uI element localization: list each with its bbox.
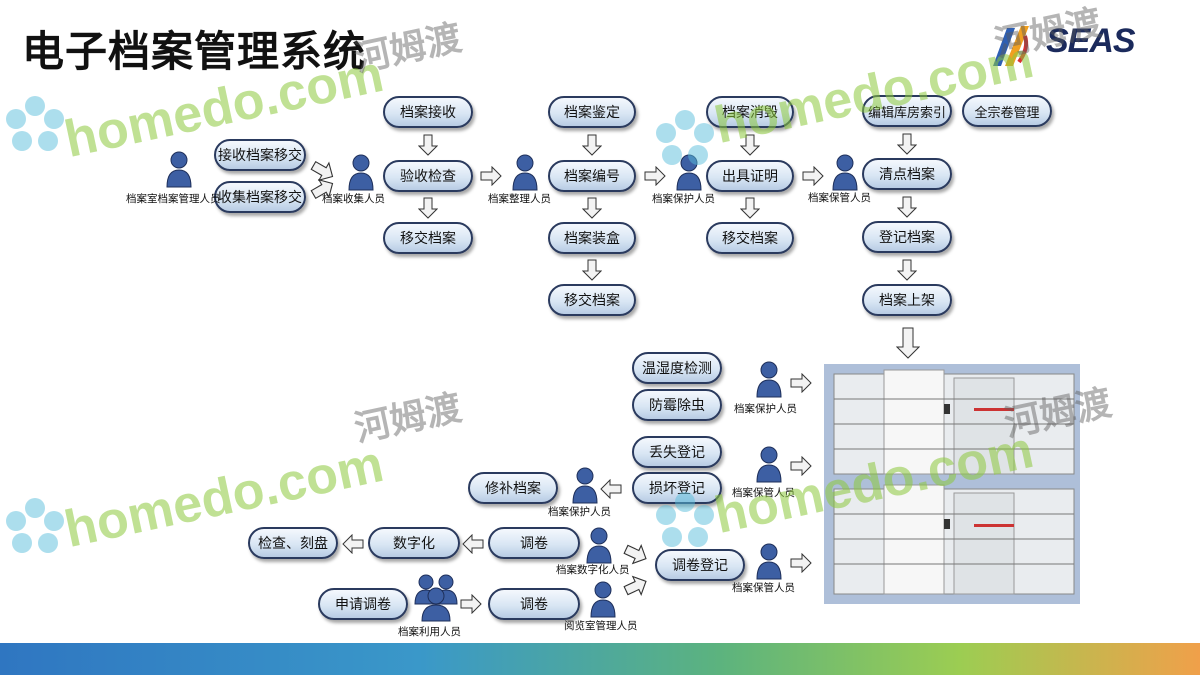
role-label: 档案保护人员 [652, 193, 715, 205]
arrow-down-icon [418, 197, 438, 219]
person-icon [348, 154, 374, 191]
footer-bar [0, 643, 1200, 675]
role-label: 档案保护人员 [734, 403, 797, 415]
arrow-down-icon [897, 259, 917, 281]
shelf-unit-top [833, 369, 1075, 475]
node-shelve: 档案上架 [862, 284, 952, 316]
node-retrieve-1: 调卷 [488, 527, 580, 559]
person-icon [166, 151, 192, 188]
node-retrieve-2: 调卷 [488, 588, 580, 620]
role-label: 档案利用人员 [398, 626, 461, 638]
arrow-right-icon [802, 166, 824, 186]
watermark-cn: 河姆渡 [351, 17, 466, 81]
seas-logo-icon [993, 26, 1029, 66]
node-pest-control: 防霉除虫 [632, 389, 722, 421]
arrow-right-icon [790, 553, 812, 573]
node-receive-transfer: 接收档案移交 [214, 139, 306, 171]
node-damage-register: 损坏登记 [632, 472, 722, 504]
role-label: 阅览室管理人员 [564, 620, 638, 632]
node-inspect: 验收检查 [383, 160, 473, 192]
node-inventory: 清点档案 [862, 158, 952, 190]
person-icon [756, 446, 782, 483]
person-icon [756, 361, 782, 398]
arrow-down-icon [418, 134, 438, 156]
node-register: 登记档案 [862, 221, 952, 253]
node-digitize: 数字化 [368, 527, 460, 559]
arrow-left-icon [342, 534, 364, 554]
node-fonds-mgmt: 全宗卷管理 [962, 95, 1052, 127]
person-icon [590, 581, 616, 618]
arrow-right-icon [790, 456, 812, 476]
arrow-right-icon [644, 166, 666, 186]
arrow-down-icon [897, 133, 917, 155]
person-icon [512, 154, 538, 191]
shelving-image [824, 364, 1080, 604]
role-label: 档案数字化人员 [556, 564, 630, 576]
arrow-right-icon [480, 166, 502, 186]
node-check-burn: 检查、刻盘 [248, 527, 338, 559]
arrow-diagonal-icon [310, 160, 334, 181]
node-transfer-1: 移交档案 [383, 222, 473, 254]
arrow-down-icon [582, 197, 602, 219]
node-edit-index: 编辑库房索引 [862, 95, 952, 127]
watermark-text: homedo.com [59, 435, 389, 560]
arrow-diagonal-icon [623, 544, 647, 565]
arrow-left-icon [600, 479, 622, 499]
watermark-cn: 河姆渡 [351, 387, 466, 451]
person-icon [676, 154, 702, 191]
arrow-down-icon [740, 197, 760, 219]
node-repair: 修补档案 [468, 472, 558, 504]
page-title: 电子档案管理系统 [22, 27, 367, 76]
group-icon [414, 574, 458, 622]
role-label: 档案整理人员 [488, 193, 551, 205]
node-retrieve-register: 调卷登记 [655, 549, 745, 581]
node-lost-register: 丢失登记 [632, 436, 722, 468]
node-certificate: 出具证明 [706, 160, 794, 192]
brand-name: SEAS [1046, 22, 1136, 60]
node-apply-retrieve: 申请调卷 [318, 588, 408, 620]
role-label: 档案保管人员 [732, 487, 795, 499]
node-boxing: 档案装盒 [548, 222, 636, 254]
node-collect-transfer: 收集档案移交 [214, 181, 306, 213]
arrow-down-icon [582, 259, 602, 281]
arrow-right-icon [790, 373, 812, 393]
arrow-left-icon [462, 534, 484, 554]
node-archive-receive: 档案接收 [383, 96, 473, 128]
node-temp-humidity: 温湿度检测 [632, 352, 722, 384]
role-label: 档案保护人员 [548, 506, 611, 518]
arrow-right-icon [460, 594, 482, 614]
flower-icon [6, 96, 64, 151]
node-appraise: 档案鉴定 [548, 96, 636, 128]
node-transfer-2: 移交档案 [548, 284, 636, 316]
node-numbering: 档案编号 [548, 160, 636, 192]
arrow-diagonal-icon [623, 575, 647, 596]
arrow-down-icon [740, 134, 760, 156]
person-icon [756, 543, 782, 580]
shelf-unit-bottom [833, 484, 1075, 595]
arrow-down-icon [582, 134, 602, 156]
node-destroy: 档案消毁 [706, 96, 794, 128]
person-icon [572, 467, 598, 504]
arrow-down-icon [897, 196, 917, 218]
node-transfer-3: 移交档案 [706, 222, 794, 254]
role-label: 档案室档案管理人员 [126, 193, 221, 205]
role-label: 档案收集人员 [322, 193, 385, 205]
flower-icon [6, 498, 64, 553]
person-icon [586, 527, 612, 564]
arrow-down-icon [896, 327, 920, 359]
role-label: 档案保管人员 [732, 582, 795, 594]
person-icon [832, 154, 858, 191]
arrow-diagonal-icon [310, 179, 334, 200]
role-label: 档案保管人员 [808, 192, 871, 204]
